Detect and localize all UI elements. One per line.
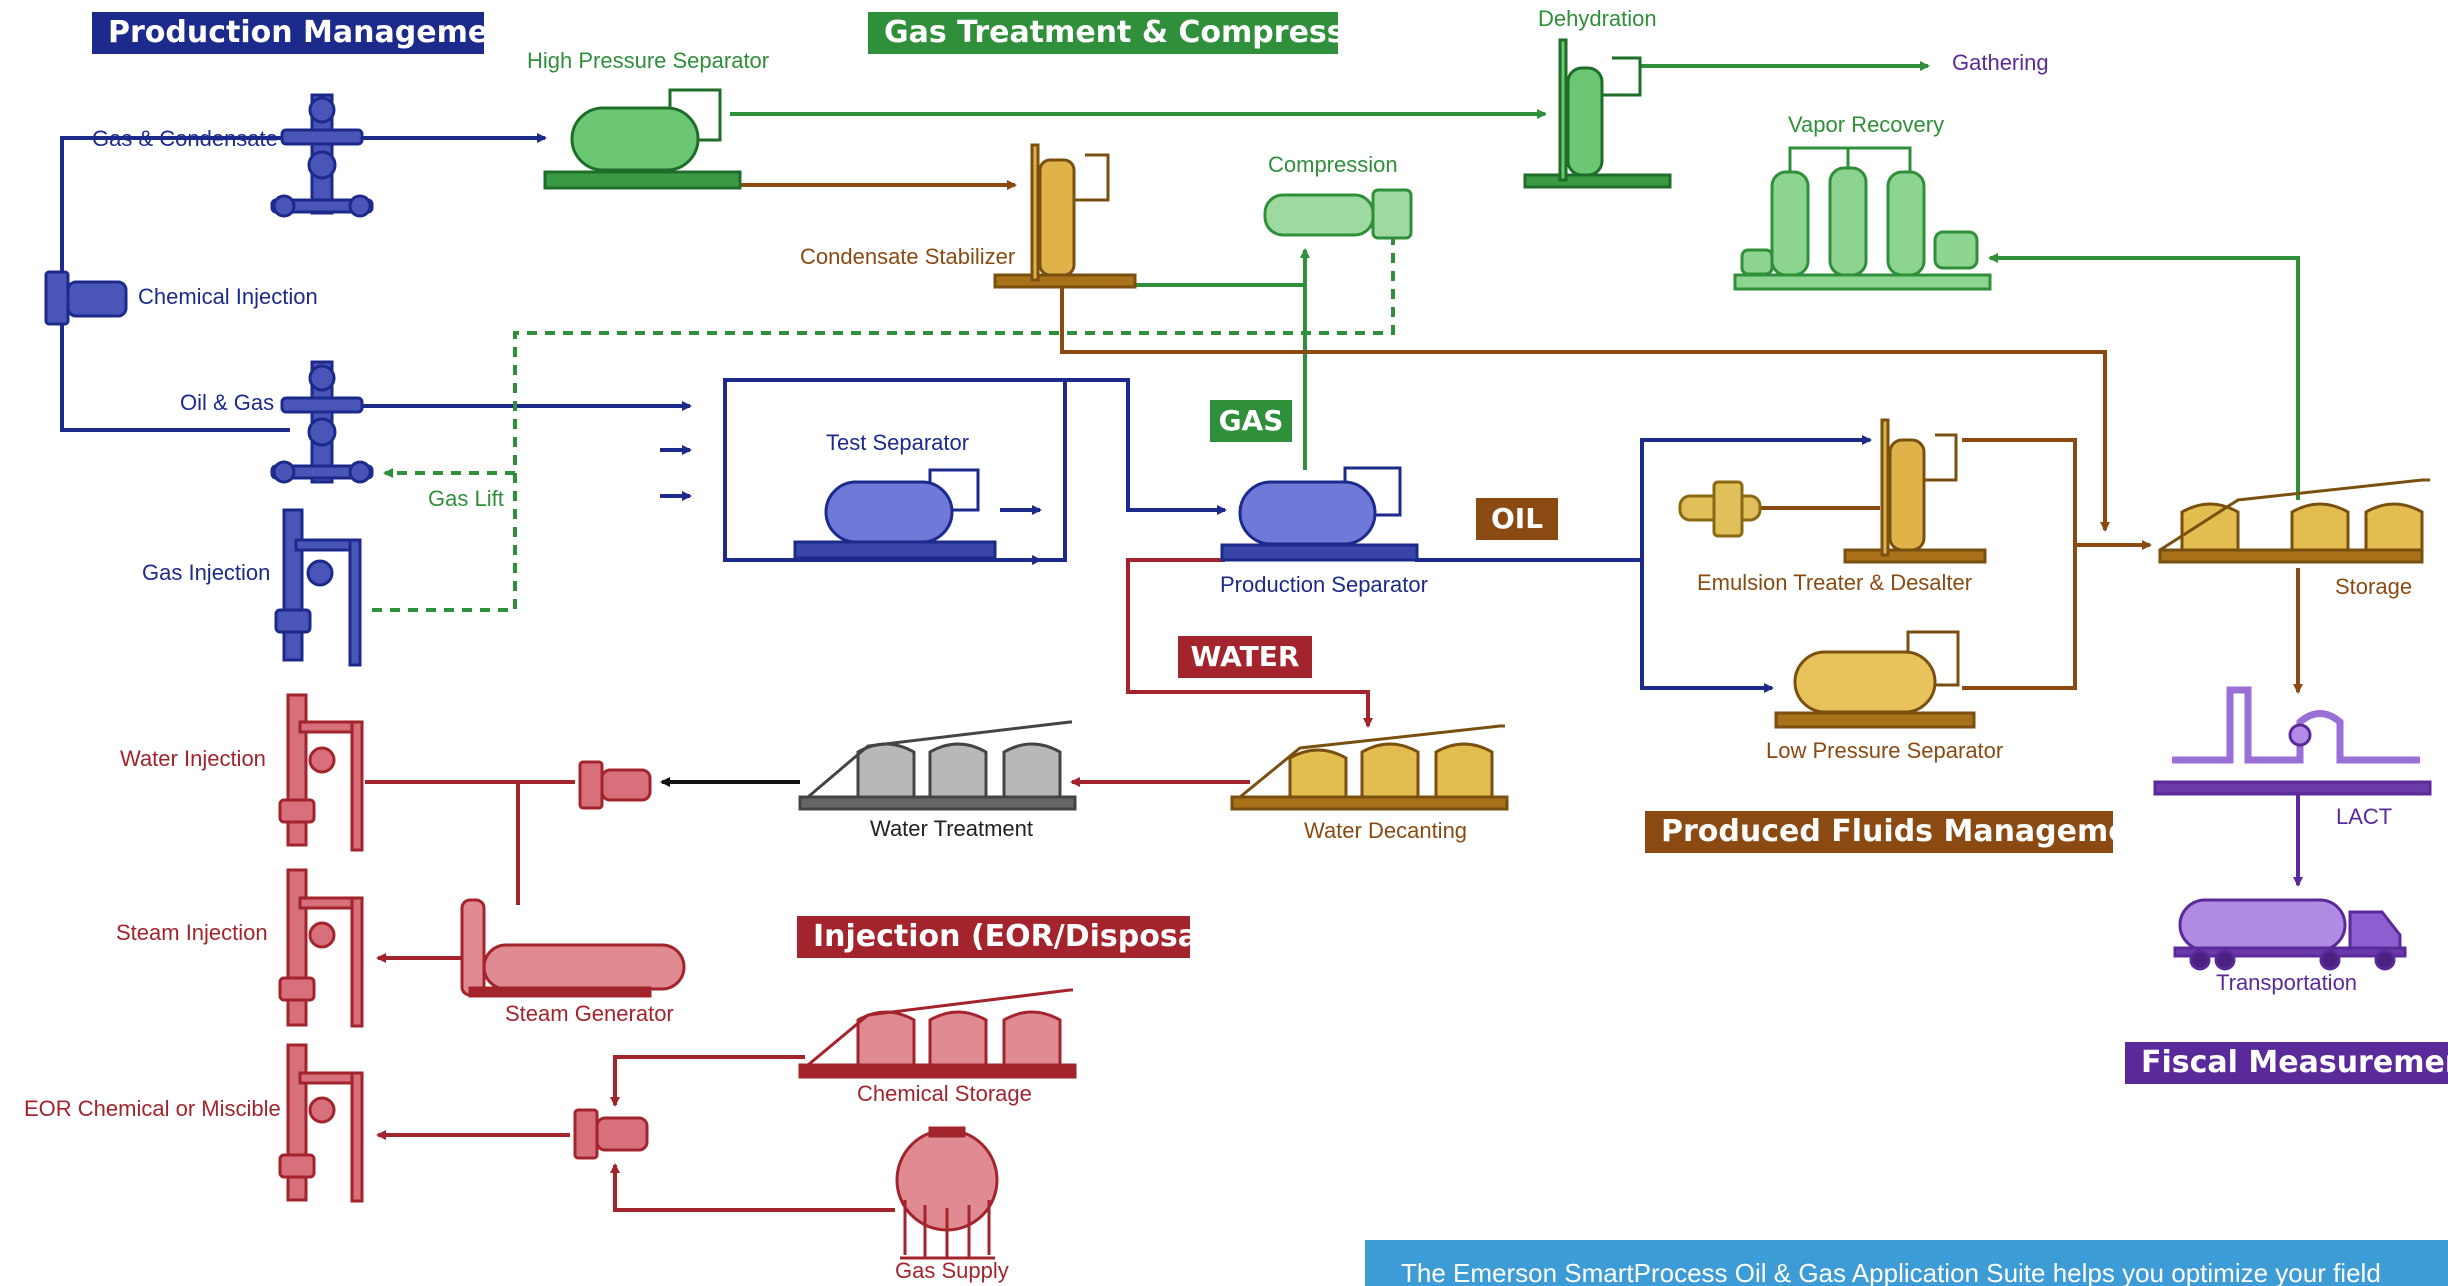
compressor [1263,188,1413,240]
flow-gas-supply-to-pump [610,1163,895,1212]
label-gas-injection: Gas Injection [142,560,271,585]
flow-emulsion-out [1962,438,2077,690]
flow-stabilizer-to-storage [1060,285,2110,532]
label-gas-lift: Gas Lift [428,486,504,511]
steam-injection-wellhead [278,868,364,1028]
label-vapor-recovery: Vapor Recovery [1788,112,1945,137]
flow-water-out [1126,558,1373,728]
section-injection: Injection (EOR/Disposal) [797,916,1222,958]
dehydration-unit [1523,38,1672,189]
transport-truck [2173,898,2407,971]
section-fiscal-measurement: Fiscal Measurement [2125,1042,2448,1084]
label-eor-chemical: EOR Chemical or Miscible [24,1096,281,1121]
label-gas-condensate: Gas & Condensate [92,126,278,151]
label-production-separator: Production Separator [1220,572,1428,597]
footer-banner: The Emerson SmartProcess Oil & Gas Appli… [1365,1240,2448,1286]
oil-storage-tanks [2158,478,2430,564]
chemical-storage-tanks [798,988,1077,1079]
vapor-recovery-unit [1733,146,1992,291]
chemical-injection-pump [44,270,128,326]
production-separator [1220,466,1419,562]
footer-text: The Emerson SmartProcess Oil & Gas Appli… [1401,1258,2381,1286]
label-water-treatment: Water Treatment [870,816,1034,841]
label-chemical-storage: Chemical Storage [857,1081,1032,1106]
lact-unit [2153,686,2432,796]
tag-water: WATER [1178,636,1312,678]
label-chemical-injection: Chemical Injection [138,284,318,309]
emulsion-heater [1678,480,1762,538]
gas-supply-sphere [895,1126,999,1260]
section-production-management: Production Management [92,12,524,54]
label-condensate-stabilizer: Condensate Stabilizer [800,244,1016,269]
gas-injection-wellhead [274,508,362,667]
tag-oil: OIL [1476,498,1558,540]
label-compression: Compression [1268,152,1398,177]
section-produced-fluids: Produced Fluids Management [1645,811,2164,853]
label-steam-injection: Steam Injection [116,920,268,945]
flow-oil-to-lps [1640,560,1774,693]
label-transportation: Transportation [2216,970,2358,995]
label-steam-generator: Steam Generator [505,1001,674,1026]
water-injection-wellhead [278,693,364,852]
eor-chemical-wellhead [278,1043,364,1203]
label-oil-gas: Oil & Gas [180,390,275,415]
emulsion-treater [1843,418,1987,564]
section-gas-treatment: Gas Treatment & Compression [868,12,1397,54]
flow-lines [60,61,2303,1212]
label-emulsion-treater: Emulsion Treater & Desalter [1697,570,1973,595]
wellhead-gas-condensate [270,93,374,218]
label-low-pressure-separator: Low Pressure Separator [1766,738,2004,763]
label-water-decanting: Water Decanting [1304,818,1468,843]
flow-gas-condensate-to-hp-sep [60,133,547,170]
label-lact: LACT [2336,804,2393,829]
water-treatment-tanks [798,720,1077,811]
label-high-pressure-separator: High Pressure Separator [527,48,770,73]
flow-oil-out [1415,435,1872,562]
eor-injection-pump [573,1108,649,1160]
water-decanting-tanks [1230,724,1509,811]
test-separator [793,468,997,560]
flow-to-prod-sep [1065,378,1227,515]
condensate-stabilizer [993,143,1137,289]
label-gathering: Gathering [1952,50,2049,75]
label-gas-supply: Gas Supply [895,1258,1009,1283]
tag-gas: GAS [1210,400,1292,442]
label-water-injection: Water Injection [120,746,266,771]
water-injection-pump [578,760,652,810]
steam-generator [460,898,686,998]
label-storage: Storage [2335,574,2413,599]
label-dehydration: Dehydration [1538,6,1657,31]
wellhead-oil-gas [270,360,374,484]
low-pressure-separator [1774,630,1976,729]
flow-storage-to-vapor-recovery [1988,253,2300,500]
high-pressure-separator [543,88,742,190]
flow-gas-lift [368,235,1395,612]
flow-chem-injection-trunk [60,170,290,432]
label-test-separator: Test Separator [826,430,970,455]
flow-chem-storage-to-pump [610,1055,805,1107]
